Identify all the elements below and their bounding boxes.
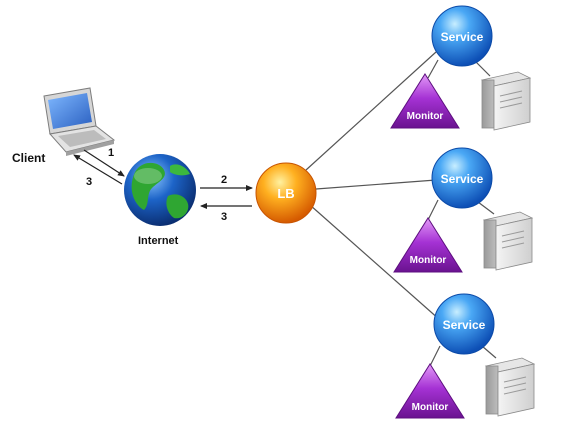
monitor-node <box>390 73 460 129</box>
internet-label: Internet <box>138 235 179 247</box>
client-internet-arrows <box>73 149 125 185</box>
arrow-client-to-internet <box>83 149 125 177</box>
monitor-label: Monitor <box>412 402 449 413</box>
laptop-icon <box>43 87 116 156</box>
lb-label: LB <box>277 186 294 201</box>
internet-globe: Internet <box>124 154 196 247</box>
connector-service-3 <box>309 204 441 321</box>
arrow-internet-to-client <box>73 154 123 185</box>
service-node <box>433 293 495 355</box>
monitor-label: Monitor <box>407 111 444 122</box>
service-label: Service <box>441 172 484 186</box>
step-label-lb-to-internet: 3 <box>221 211 227 223</box>
service-group-1: Service Monitor <box>390 5 532 131</box>
load-balancer: LB <box>255 162 317 224</box>
connector-service-1 <box>305 51 437 171</box>
server-tower-icon <box>480 71 532 131</box>
service-node <box>431 5 493 67</box>
monitor-label: Monitor <box>410 255 447 266</box>
monitor-node <box>393 217 463 273</box>
service-group-3: Service Monitor <box>395 293 536 419</box>
step-label-client-to-internet: 1 <box>108 147 114 159</box>
service-node <box>431 147 493 209</box>
monitor-node <box>395 363 465 419</box>
service-group-2: Service Monitor <box>393 147 534 273</box>
step-label-internet-to-lb: 2 <box>221 174 227 186</box>
lb-connectors <box>305 51 441 321</box>
service-connectors <box>427 59 497 367</box>
step-label-internet-to-client: 3 <box>86 176 92 188</box>
lb-node <box>255 162 317 224</box>
client-label: Client <box>12 151 45 165</box>
internet-lb-arrows <box>200 185 253 209</box>
server-tower-icon <box>484 357 536 417</box>
globe-icon <box>124 154 196 226</box>
connector-service-2 <box>315 179 437 190</box>
client-laptop: Client <box>12 87 116 165</box>
server-tower-icon <box>482 211 534 271</box>
service-label: Service <box>443 318 486 332</box>
service-label: Service <box>441 30 484 44</box>
